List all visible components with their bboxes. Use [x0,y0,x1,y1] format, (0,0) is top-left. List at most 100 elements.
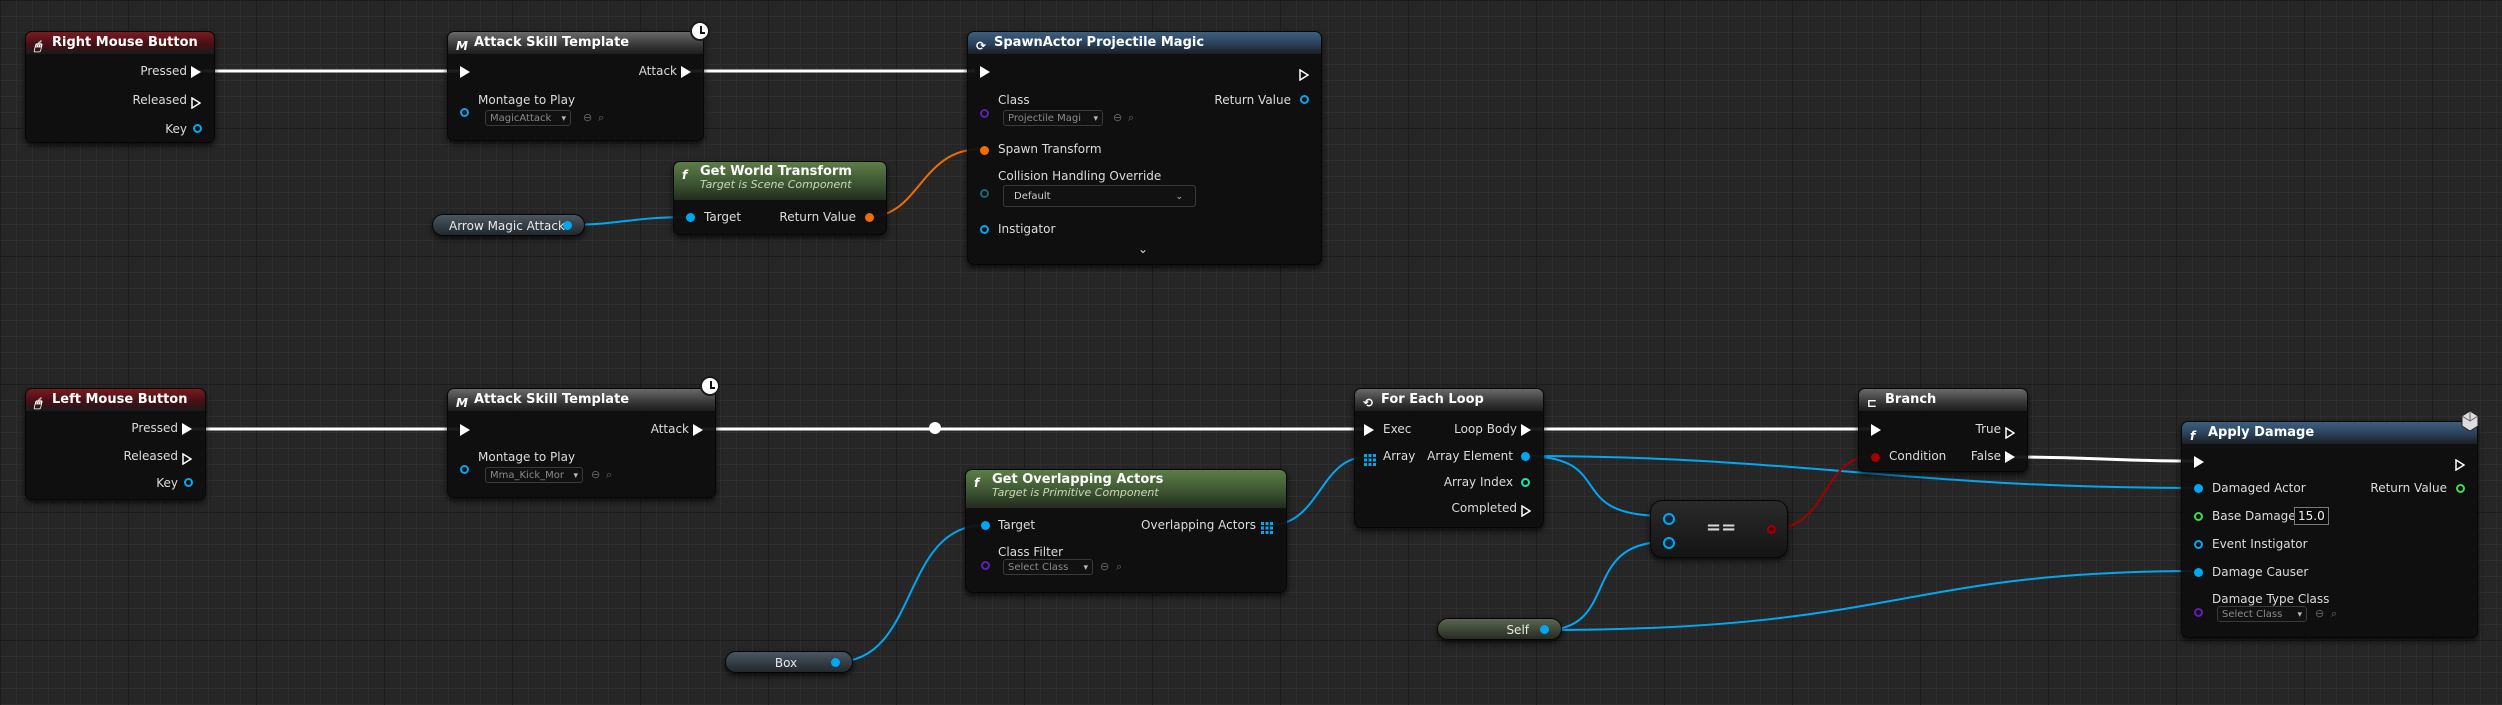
browse-icon[interactable]: ⌕ [598,111,605,124]
attack-label: Attack [638,64,677,78]
base-damage-pin[interactable] [2194,512,2203,521]
chevron-down-icon: ▾ [561,114,566,124]
exec-in-pin[interactable] [1871,424,1881,436]
spawn-transform-label: Spawn Transform [998,142,1102,156]
class-filter-label: Class Filter [998,545,1064,559]
base-damage-label: Base Damage [2212,509,2296,523]
variable-out-pin[interactable] [563,221,572,230]
b-input-pin[interactable] [1663,537,1675,549]
key-pin[interactable] [193,124,202,133]
exec-in-pin[interactable] [980,66,990,78]
use-asset-icon[interactable]: ⊖ [591,468,601,481]
self-variable[interactable]: Self [1437,618,1562,640]
montage-label: Montage to Play [478,450,576,464]
left-mouse-button-node[interactable]: 🖱Left Mouse Button Pressed Released Key [25,388,206,500]
event-instigator-pin[interactable] [2194,540,2203,549]
class-filter-dropdown[interactable]: Select Class ▾ [1003,559,1093,575]
exec-in-pin[interactable] [460,424,470,436]
for-each-loop-node[interactable]: ⟲For Each Loop Exec Loop Body Array Arra… [1354,388,1544,528]
released-exec-pin[interactable] [191,94,202,110]
browse-icon[interactable]: ⌕ [1128,111,1135,124]
pressed-exec-pin[interactable] [191,66,201,78]
released-exec-pin[interactable] [182,450,193,466]
damage-causer-pin[interactable] [2194,568,2203,577]
class-filter-value: Select Class [1008,562,1069,573]
use-asset-icon[interactable]: ⊖ [2315,607,2325,620]
damage-type-dropdown[interactable]: Select Class▾ [2217,606,2307,622]
return-value-pin[interactable] [1300,95,1309,104]
node-title: Right Mouse Button [52,35,198,50]
class-dropdown[interactable]: Projectile Magi▾ [1003,110,1103,126]
array-element-pin[interactable] [1521,452,1530,461]
wire-element-to-equal [1522,455,1666,517]
loop-body-exec-pin[interactable] [1521,424,1531,436]
expand-chevron-icon[interactable]: ⌄ [1138,242,1149,256]
montage-dropdown[interactable]: MagicAttack ▾ [485,110,571,126]
spawn-actor-node[interactable]: ⟳SpawnActor Projectile Magic Class Proje… [967,31,1322,265]
attack-exec-pin[interactable] [681,66,691,78]
instigator-pin[interactable] [980,225,989,234]
a-input-pin[interactable] [1663,513,1675,525]
branch-node[interactable]: ⊏Branch True Condition False [1858,388,2028,472]
class-pin[interactable] [980,109,989,118]
function-icon: f [974,476,980,490]
node-title: Attack Skill Template [474,392,630,407]
right-mouse-button-node[interactable]: 🖱Right Mouse Button Pressed Released Key [25,31,215,143]
box-variable[interactable]: Box [725,651,853,673]
exec-in-pin[interactable] [2194,456,2204,468]
exec-out-pin[interactable] [2455,456,2466,472]
use-asset-icon[interactable]: ⊖ [583,111,593,124]
return-value-pin[interactable] [2456,484,2465,493]
bool-output-pin[interactable] [1767,525,1776,534]
collision-pin[interactable] [980,189,989,198]
arrow-magic-attack-variable[interactable]: Arrow Magic Attack [432,214,585,236]
montage-pin[interactable] [460,465,469,474]
collision-dropdown[interactable]: Default⌄ [1003,185,1196,207]
collision-value: Default [1014,191,1051,202]
spawn-transform-pin[interactable] [980,146,989,155]
target-pin[interactable] [981,521,990,530]
use-asset-icon[interactable]: ⊖ [1113,111,1123,124]
exec-in-pin[interactable] [1364,424,1374,436]
chevron-down-icon: ▾ [1083,563,1088,573]
montage-pin[interactable] [460,108,469,117]
array-grid-icon[interactable] [1261,519,1273,534]
exec-in-pin[interactable] [460,66,470,78]
damaged-actor-pin[interactable] [2194,484,2203,493]
pressed-exec-pin[interactable] [182,423,192,435]
key-pin[interactable] [184,478,193,487]
equal-operator-node[interactable]: == [1650,500,1788,558]
damage-type-pin[interactable] [2194,608,2203,617]
completed-exec-pin[interactable] [1521,502,1532,518]
base-damage-input[interactable]: 15.0 [2294,507,2329,525]
montage-value: MagicAttack [490,113,552,124]
use-asset-icon[interactable]: ⊖ [1100,560,1110,573]
true-exec-pin[interactable] [2005,424,2016,440]
browse-icon[interactable]: ⌕ [1116,560,1123,573]
browse-icon[interactable]: ⌕ [2331,607,2338,620]
array-index-pin[interactable] [1521,478,1530,487]
exec-wire-branch-to-damage [2011,455,2198,463]
browse-icon[interactable]: ⌕ [606,468,613,481]
class-filter-pin[interactable] [981,561,990,570]
false-exec-pin[interactable] [2005,451,2015,463]
array-grid-icon[interactable] [1364,451,1376,466]
montage-dropdown[interactable]: Mma_Kick_Mor▾ [485,467,583,483]
condition-pin[interactable] [1871,453,1880,462]
latent-clock-icon [700,376,720,396]
variable-out-pin[interactable] [831,658,840,667]
attack-exec-pin[interactable] [693,424,703,436]
return-value-pin[interactable] [865,213,874,222]
chevron-down-icon: ▾ [573,471,578,481]
variable-out-pin[interactable] [1540,625,1549,634]
damage-type-value: Select Class [2222,609,2283,620]
target-pin[interactable] [686,213,695,222]
spawn-icon: ⟳ [976,39,987,53]
exec-out-pin[interactable] [1299,66,1310,82]
